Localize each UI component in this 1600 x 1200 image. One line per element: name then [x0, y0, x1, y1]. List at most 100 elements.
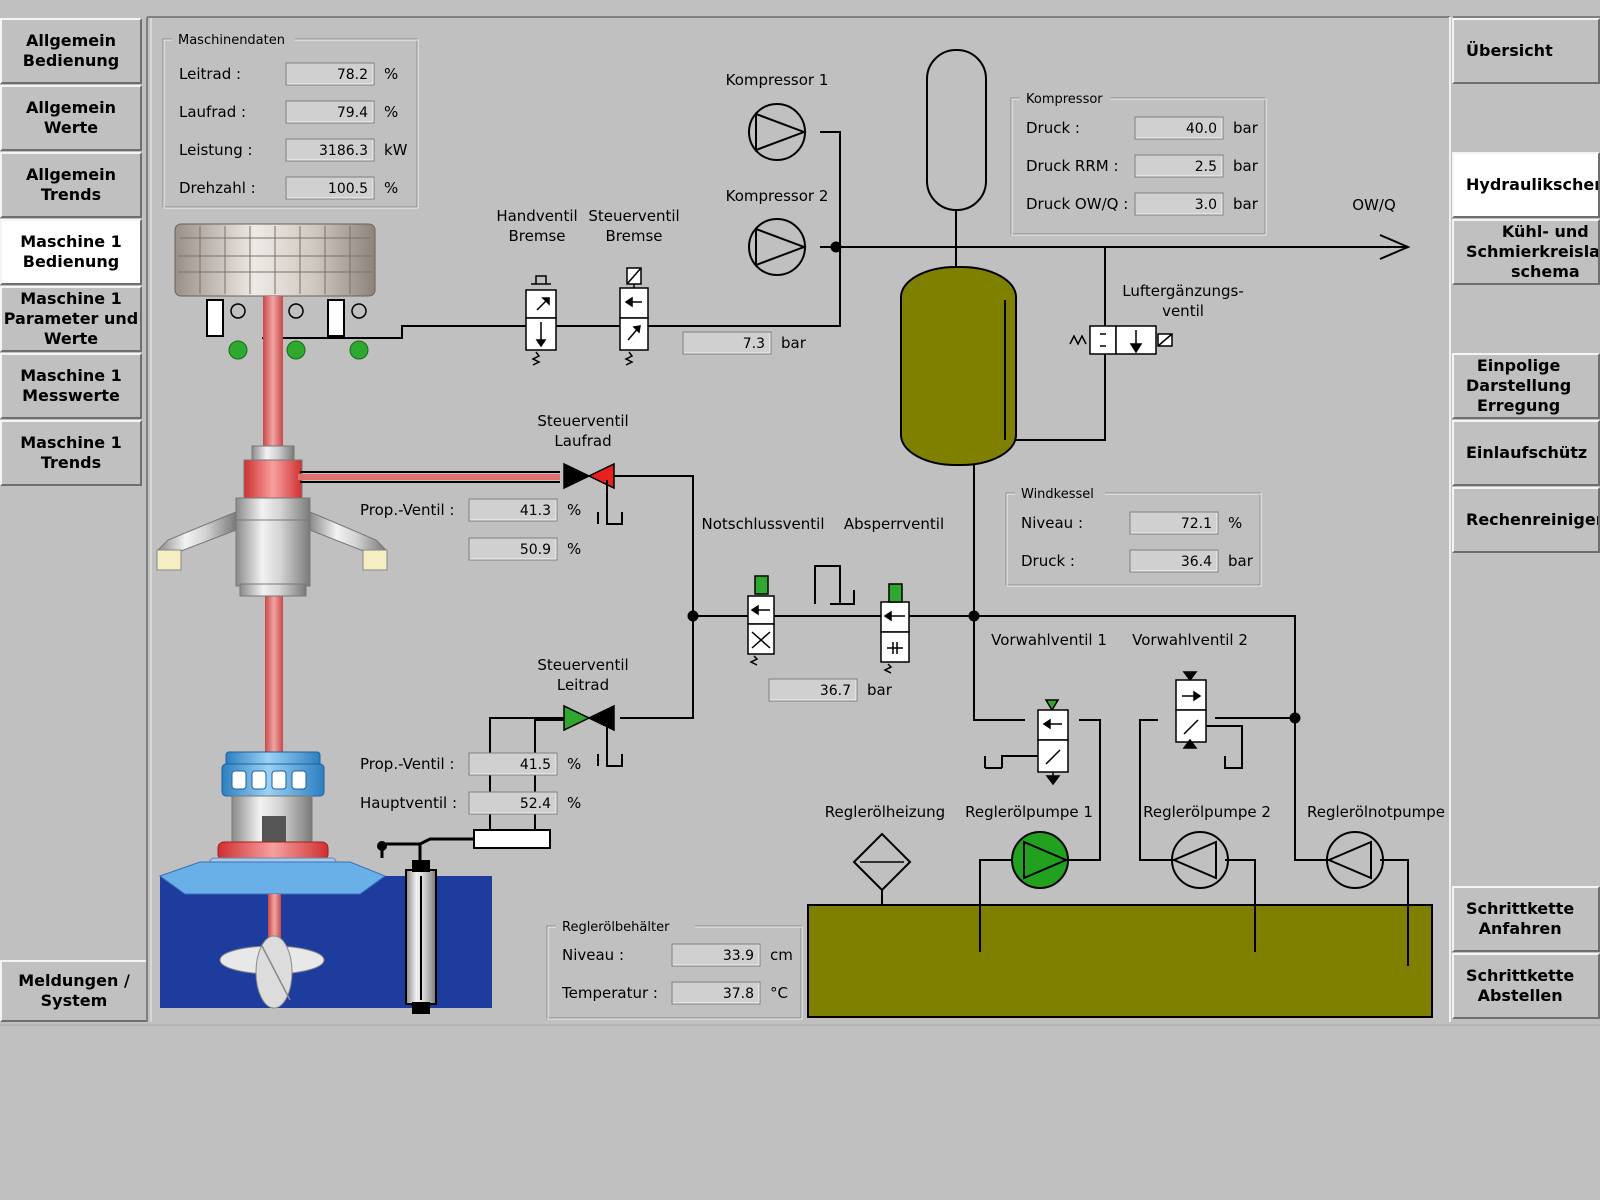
- regleroel-unit-0: cm: [770, 946, 793, 964]
- maschinendaten-label-3: Drehzahl :: [179, 179, 256, 197]
- bremse-druck-unit: bar: [781, 334, 807, 352]
- screen-frame: [0, 16, 1600, 1026]
- nav-button-allgemein-trends[interactable]: Allgemein Trends: [0, 152, 142, 218]
- air-vessel: [926, 49, 987, 211]
- hauptventil-value-text: 52.4: [520, 796, 551, 812]
- nav-button-meldungen-system[interactable]: Meldungen / System: [0, 960, 148, 1022]
- compressor-1-symbol: [748, 103, 807, 161]
- nav-button-rechenreiniger[interactable]: Rechenreiniger: [1452, 487, 1600, 553]
- nav-button-schrittkette-abstellen[interactable]: Schrittkette Abstellen: [1452, 953, 1600, 1019]
- absperrventil-label: Absperrventil: [844, 515, 944, 533]
- regleroel-value-0-text: 33.9: [723, 948, 754, 964]
- hauptventil-label: Hauptventil :: [360, 794, 457, 812]
- generator-rotor: [174, 223, 376, 297]
- guide-bearing: [209, 751, 337, 871]
- windkessel-label-1: Druck :: [1021, 552, 1075, 570]
- kompressor-value-1-text: 2.5: [1195, 159, 1217, 175]
- maschinendaten-value-0-text: 78.2: [337, 67, 368, 83]
- maschinendaten-unit-0: %: [384, 65, 398, 83]
- notschlussventil-symbol: [747, 565, 855, 666]
- kompressor-value-2: 3.0: [1134, 192, 1224, 216]
- nav-button-maschine-1-messwerte[interactable]: Maschine 1 Messwerte: [0, 353, 142, 419]
- nav-button-kühl-und-schmierkreislauf-schema[interactable]: Kühl- und Schmierkreislauf- schema: [1452, 219, 1600, 285]
- regleroelpumpe-1-label: Reglerölpumpe 1: [965, 803, 1093, 821]
- regleroelbehaelter-panel-title: Reglerölbehälter: [562, 920, 670, 935]
- laufrad-pos-unit: %: [567, 540, 581, 558]
- regleroel-value-0: 33.9: [671, 943, 761, 967]
- nav-button-maschine-1-bedienung[interactable]: Maschine 1 Bedienung: [0, 219, 142, 285]
- regleroelnotpumpe-symbol: [1326, 831, 1384, 889]
- windkessel-label-0: Niveau :: [1021, 514, 1083, 532]
- laufrad-prop-value: 41.3: [468, 498, 558, 522]
- guide-vane-servo: [377, 829, 551, 1014]
- junction-dot: [830, 241, 842, 253]
- leitrad-prop-label: Prop.-Ventil :: [360, 755, 455, 773]
- junction-dot: [687, 610, 699, 622]
- regleroelheizung-symbol: [852, 832, 912, 892]
- windkessel-panel-title: Windkessel: [1021, 487, 1094, 502]
- regleroelpumpe-1-symbol: [1011, 831, 1069, 889]
- maschinendaten-unit-2: kW: [384, 141, 408, 159]
- nav-button-maschine-1-parameter-und-werte[interactable]: Maschine 1 Parameter und Werte: [0, 286, 142, 352]
- kompressor-unit-2: bar: [1233, 195, 1259, 213]
- regleroel-tank: [807, 904, 1433, 1018]
- maschinendaten-value-2: 3186.3: [285, 138, 375, 162]
- kompressor-value-1: 2.5: [1134, 154, 1224, 178]
- windkessel-panel: [1005, 485, 1262, 587]
- notschluss-druck-value-text: 36.7: [820, 683, 851, 699]
- maschinendaten-panel: [162, 31, 419, 209]
- nav-button-maschine-1-trends[interactable]: Maschine 1 Trends: [0, 420, 142, 486]
- maschinendaten-value-1: 79.4: [285, 100, 375, 124]
- junction-dot: [1289, 712, 1301, 724]
- maschinendaten-label-1: Laufrad :: [179, 103, 246, 121]
- maschinendaten-value-2-text: 3186.3: [319, 143, 368, 159]
- windkessel-value-0-text: 72.1: [1181, 516, 1212, 532]
- turbine-water: [158, 861, 492, 1009]
- regleroel-unit-1: °C: [770, 984, 788, 1002]
- vorwahlventil-2-label: Vorwahlventil 2: [1132, 631, 1248, 649]
- leitrad-prop-value-text: 41.5: [520, 757, 551, 773]
- nav-button-einlaufschütz[interactable]: Einlaufschütz: [1452, 420, 1600, 486]
- laufrad-pos-value-text: 50.9: [520, 542, 551, 558]
- windkessel-tank: [900, 266, 1017, 466]
- bremse-druck-value: 7.3: [682, 331, 772, 355]
- maschinendaten-unit-1: %: [384, 103, 398, 121]
- kompressor-1-label: Kompressor 1: [726, 71, 829, 89]
- windkessel-unit-1: bar: [1228, 552, 1254, 570]
- nav-button-schrittkette-anfahren[interactable]: Schrittkette Anfahren: [1452, 886, 1600, 952]
- pipe-network: [262, 131, 1411, 966]
- nav-button-hydraulikschema[interactable]: Hydraulikschema: [1452, 152, 1600, 218]
- nav-button-übersicht[interactable]: Übersicht: [1452, 18, 1600, 84]
- laufrad-prop-value-text: 41.3: [520, 503, 551, 519]
- brake-cylinders: [206, 299, 369, 360]
- steuerventil-laufrad-symbol: [563, 462, 632, 525]
- laufrad-prop-unit: %: [567, 501, 581, 519]
- leitrad-prop-value: 41.5: [468, 752, 558, 776]
- regleroelnotpumpe-label: Reglerölnotpumpe: [1307, 803, 1445, 821]
- regleroelheizung-label: Reglerölheizung: [825, 803, 945, 821]
- regleroelbehaelter-panel: [546, 918, 803, 1020]
- laufrad-prop-label: Prop.-Ventil :: [360, 501, 455, 519]
- luftergaenzungsventil-symbol: [1069, 325, 1173, 355]
- vorwahlventil-1-label: Vorwahlventil 1: [991, 631, 1107, 649]
- nav-button-einpolige-darstellung-erregung[interactable]: Einpolige Darstellung Erregung: [1452, 353, 1600, 419]
- regleroel-label-1: Temperatur :: [561, 984, 658, 1002]
- luftergaenzungsventil-label: Luftergänzungs-ventil: [1122, 282, 1244, 320]
- notschlussventil-label: Notschlussventil: [702, 515, 825, 533]
- maschinendaten-value-3: 100.5: [285, 176, 375, 200]
- maschinendaten-label-2: Leistung :: [179, 141, 253, 159]
- leitrad-prop-unit: %: [567, 755, 581, 773]
- kompressor-label-2: Druck OW/Q :: [1026, 195, 1128, 213]
- kompressor-value-0: 40.0: [1134, 116, 1224, 140]
- kompressor-unit-1: bar: [1233, 157, 1259, 175]
- nav-button-allgemein-bedienung[interactable]: Allgemein Bedienung: [0, 18, 142, 84]
- kompressor-value-2-text: 3.0: [1195, 197, 1217, 213]
- kompressor-label-0: Druck :: [1026, 119, 1080, 137]
- nav-button-allgemein-werte[interactable]: Allgemein Werte: [0, 85, 142, 151]
- junction-dot: [968, 610, 980, 622]
- oil-head: [156, 445, 560, 597]
- steuerventil-bremse-symbol: [619, 267, 649, 366]
